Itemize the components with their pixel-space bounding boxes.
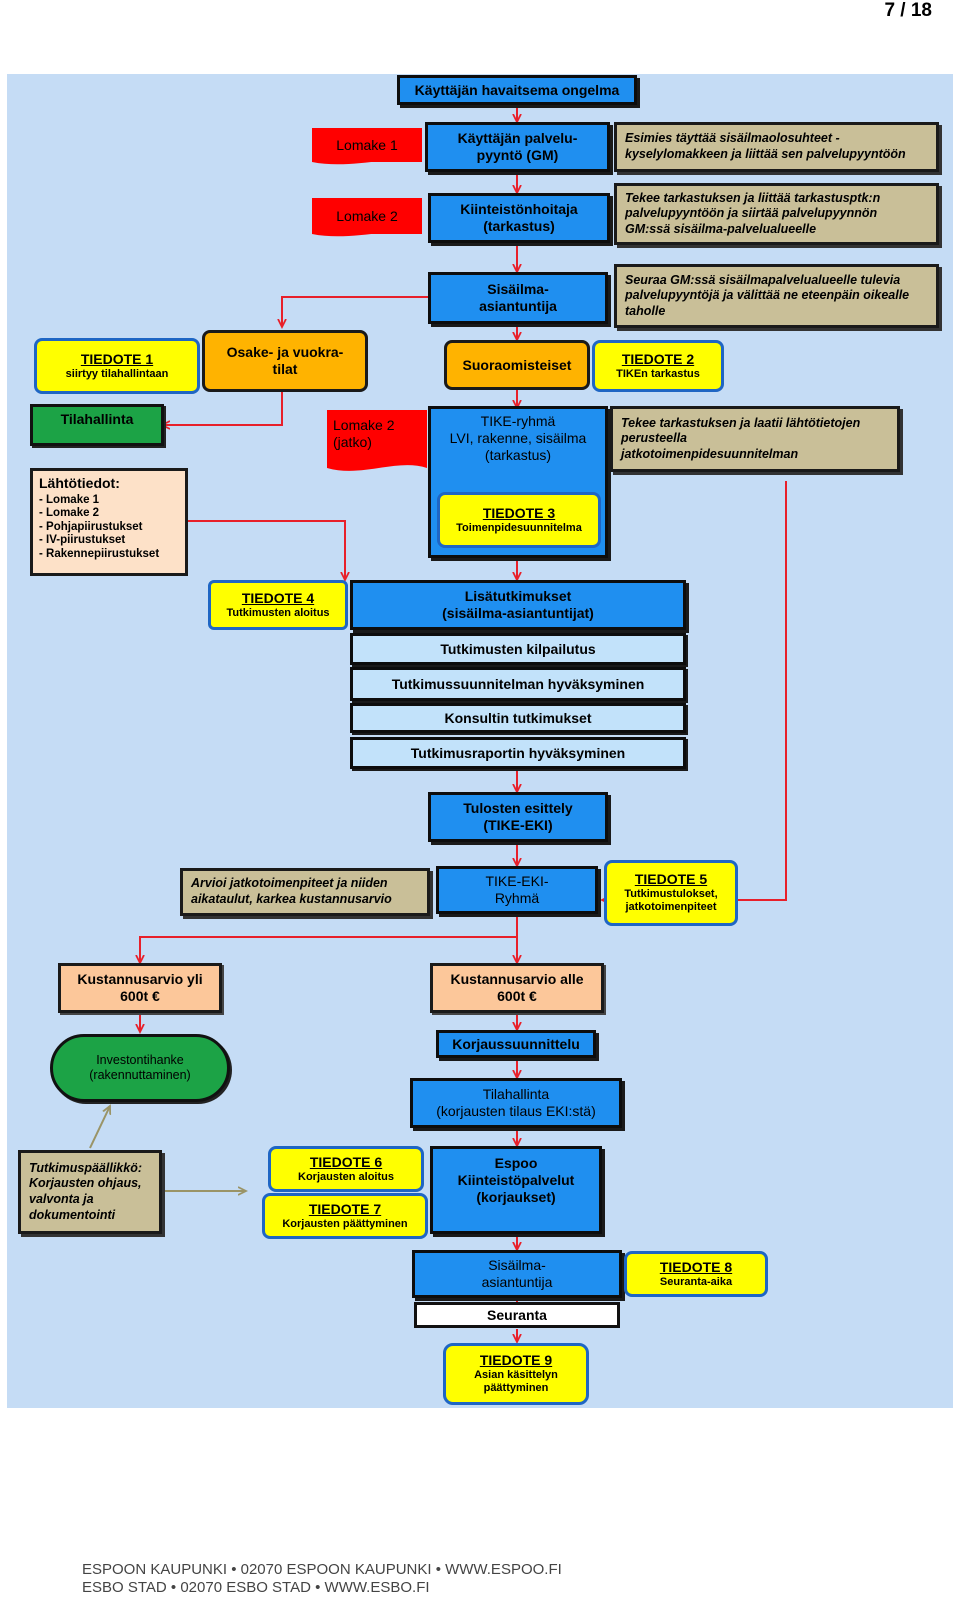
janitor-note: Tekee tarkastuksen ja liittää tarkastusp…: [614, 183, 939, 245]
notice-4-text: Tutkimusten aloitus: [226, 606, 330, 619]
notice-9: TIEDOTE 9 Asian käsittelyn päättyminen: [443, 1343, 589, 1405]
service-request-node: Käyttäjän palvelu- pyyntö (GM): [425, 122, 610, 172]
espoo-property-services-node: Espoo Kiinteistöpalvelut (korjaukset): [430, 1146, 602, 1234]
source-data-title: Lähtötiedot:: [39, 475, 120, 491]
estimate-note: Arvioi jatkotoimenpiteet ja niiden aikat…: [180, 868, 430, 916]
footer-line-2: ESBO STAD • 02070 ESBO STAD • WWW.ESBO.F…: [82, 1579, 430, 1596]
tike-group-label: TIKE-ryhmä LVI, rakenne, sisäilma (tarka…: [449, 413, 587, 463]
cost-over-node: Kustannusarvio yli 600t €: [58, 963, 222, 1013]
notice-2-text: TIKEn tarkastus: [616, 367, 700, 380]
source-data-box: Lähtötiedot: - Lomake 1 - Lomake 2 - Poh…: [30, 468, 188, 576]
notice-5: TIEDOTE 5 Tutkimustulokset, jatkotoimenp…: [604, 860, 738, 926]
notice-1: TIEDOTE 1 siirtyy tilahallintaan: [34, 338, 200, 394]
notice-7-title: TIEDOTE 7: [308, 1201, 382, 1217]
footer-line-1: ESPOON KAUPUNKI • 02070 ESPOON KAUPUNKI …: [82, 1561, 562, 1578]
notice-2-title: TIEDOTE 2: [621, 351, 695, 367]
investment-project-node: Investontihanke (rakennuttaminen): [50, 1034, 230, 1102]
lomake-2-label: Lomake 2: [312, 198, 422, 234]
lomake-1-label: Lomake 1: [312, 128, 422, 162]
tike-note: Tekee tarkastuksen ja laatii lähtötietoj…: [610, 406, 900, 472]
directly-owned-node: Suoraomisteiset: [444, 340, 590, 390]
notice-8: TIEDOTE 8 Seuranta-aika: [624, 1251, 768, 1297]
notice-3-title: TIEDOTE 3: [482, 505, 556, 521]
notice-7-text: Korjausten päättyminen: [282, 1217, 408, 1230]
supervisor-note: Esimies täyttää sisäilmaolosuhteet - kys…: [614, 122, 939, 172]
study-tender-node: Tutkimusten kilpailutus: [350, 633, 686, 665]
notice-1-title: TIEDOTE 1: [80, 351, 154, 367]
source-data-item: - IV-piirustukset: [39, 534, 126, 547]
source-data-item: - Lomake 2: [39, 507, 100, 520]
notice-5-text: Tutkimustulokset, jatkotoimenpiteet: [624, 888, 718, 914]
rented-premises-node: Osake- ja vuokra- tilat: [202, 330, 368, 392]
expert-note: Seuraa GM:ssä sisäilmapalvelualueelle tu…: [614, 264, 939, 328]
notice-6-title: TIEDOTE 6: [309, 1154, 383, 1170]
notice-3-text: Toimenpidesuunnitelma: [456, 521, 582, 534]
notice-6: TIEDOTE 6 Korjausten aloitus: [268, 1146, 424, 1192]
source-data-item: - Pohjapiirustukset: [39, 520, 143, 533]
report-approval-node: Tutkimusraportin hyväksyminen: [350, 737, 686, 769]
cost-under-node: Kustannusarvio alle 600t €: [430, 963, 604, 1013]
lomake-2-continued-label: Lomake 2 (jatko): [327, 412, 423, 456]
notice-9-title: TIEDOTE 9: [479, 1352, 553, 1369]
notice-3: TIEDOTE 3 Toimenpidesuunnitelma: [437, 492, 601, 548]
notice-4: TIEDOTE 4 Tutkimusten aloitus: [208, 580, 348, 630]
notice-6-text: Korjausten aloitus: [298, 1170, 394, 1183]
notice-1-text: siirtyy tilahallintaan: [65, 367, 169, 380]
notice-5-title: TIEDOTE 5: [634, 871, 708, 888]
janitor-inspection-node: Kiinteistönhoitaja (tarkastus): [428, 193, 610, 243]
repair-design-node: Korjaussuunnittelu: [436, 1030, 596, 1058]
monitoring-node: Seuranta: [414, 1302, 620, 1328]
problem-node: Käyttäjän havaitsema ongelma: [397, 75, 637, 105]
source-data-item: - Lomake 1: [39, 493, 100, 506]
consultant-studies-node: Konsultin tutkimukset: [350, 703, 686, 733]
tike-eki-group-node: TIKE-EKI- Ryhmä: [436, 866, 598, 914]
indoor-air-expert-2-node: Sisäilma- asiantuntija: [412, 1250, 622, 1298]
notice-9-text: Asian käsittelyn päättyminen: [474, 1369, 558, 1395]
results-presentation-node: Tulosten esittely (TIKE-EKI): [428, 792, 608, 842]
research-manager-note: Tutkimuspäällikkö: Korjausten ohjaus, va…: [18, 1150, 162, 1234]
source-data-item: - Rakennepiirustukset: [39, 548, 160, 561]
facility-management-node: Tilahallinta: [30, 404, 164, 446]
plan-approval-node: Tutkimussuunnitelman hyväksyminen: [350, 667, 686, 701]
page-number: 7 / 18: [884, 0, 932, 21]
notice-7: TIEDOTE 7 Korjausten päättyminen: [262, 1193, 428, 1239]
notice-2: TIEDOTE 2 TIKEn tarkastus: [592, 340, 724, 392]
additional-studies-node: Lisätutkimukset (sisäilma-asiantuntijat): [350, 580, 686, 630]
repair-order-node: Tilahallinta (korjausten tilaus EKI:stä): [410, 1078, 622, 1128]
notice-8-text: Seuranta-aika: [659, 1275, 733, 1288]
notice-4-title: TIEDOTE 4: [241, 590, 315, 606]
indoor-air-expert-node: Sisäilma- asiantuntija: [428, 272, 608, 324]
notice-8-title: TIEDOTE 8: [659, 1259, 733, 1275]
